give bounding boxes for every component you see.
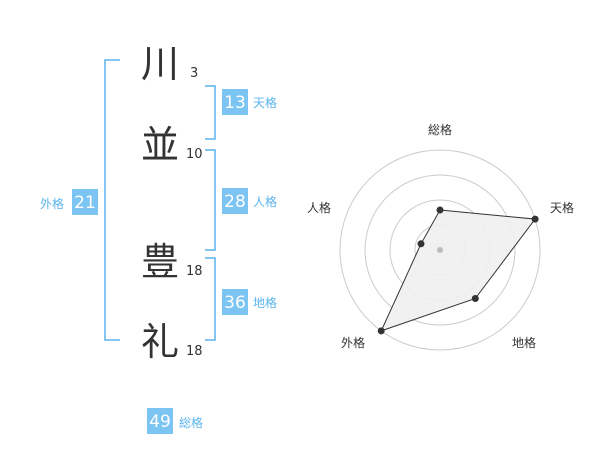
tenkaku-box: 13 天格 [222, 89, 277, 115]
stroke-count-3: 18 [186, 264, 203, 279]
stroke-count-1: 3 [190, 66, 198, 81]
radar-center-dot [437, 247, 443, 253]
radar-label-gaikaku: 外格 [341, 335, 365, 350]
chikaku-label: 地格 [253, 295, 277, 310]
radar-chart: 総格 天格 地格 外格 人格 [307, 122, 574, 351]
radar-label-soukaku: 総格 [428, 122, 452, 137]
radar-point-4 [377, 327, 385, 335]
jinkaku-bracket [205, 149, 216, 251]
radar-ring [364, 174, 516, 326]
name-char-2: 並 [141, 123, 179, 167]
stroke-count-2: 10 [186, 147, 203, 162]
radar-label-chikaku: 地格 [512, 335, 536, 350]
tenkaku-label: 天格 [253, 95, 277, 110]
name-char-1: 川 [141, 42, 179, 86]
gaikaku-label: 外格 [40, 196, 64, 211]
radar-points [377, 206, 539, 335]
soukaku-value: 49 [149, 412, 171, 432]
brackets [104, 59, 216, 341]
radar-label-jinkaku: 人格 [307, 200, 331, 215]
stroke-count-4: 18 [186, 344, 203, 359]
tenkaku-bracket [205, 85, 216, 140]
radar-point-2 [531, 215, 539, 223]
tenkaku-value: 13 [224, 93, 246, 113]
chikaku-value: 36 [224, 293, 246, 313]
radar-shape [380, 209, 537, 332]
gaikaku-box: 外格 21 [40, 189, 98, 215]
radar-point-1 [436, 206, 444, 214]
radar-point-3 [471, 295, 479, 302]
radar-point-5 [417, 240, 425, 248]
gaikaku-value: 21 [74, 193, 96, 213]
name-char-3: 豊 [141, 240, 179, 284]
chikaku-box: 36 地格 [222, 289, 277, 315]
radar-label-tenkaku: 天格 [550, 200, 574, 215]
jinkaku-box: 28 人格 [222, 188, 277, 214]
name-char-4: 礼 [141, 320, 179, 364]
jinkaku-label: 人格 [253, 194, 277, 209]
radar-labels: 総格 天格 地格 外格 人格 [307, 122, 574, 350]
soukaku-box: 49 総格 [147, 408, 203, 434]
radar-ring [339, 149, 541, 351]
soukaku-label: 総格 [179, 415, 203, 430]
name-characters: 川 3 並 10 豊 18 礼 18 [141, 42, 203, 364]
jinkaku-value: 28 [224, 192, 246, 212]
chikaku-bracket [205, 257, 216, 341]
gaikaku-bracket [104, 59, 120, 341]
